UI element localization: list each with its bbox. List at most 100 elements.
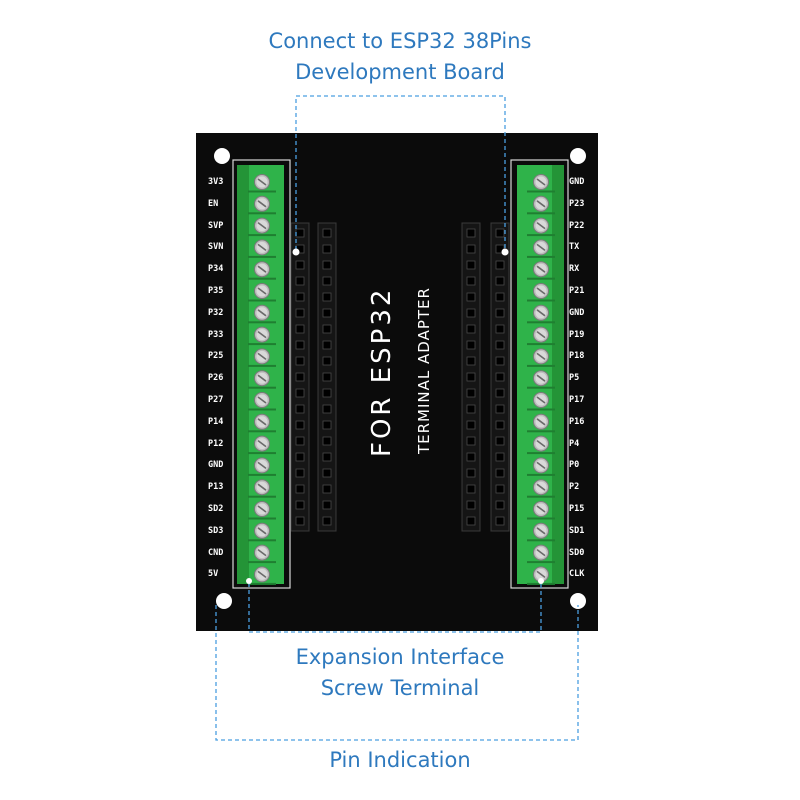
- header-strip: [317, 222, 337, 532]
- connect-leader-dot-right: [501, 248, 509, 256]
- connect-leader-dot-left: [292, 248, 300, 256]
- right-screw: [527, 457, 555, 476]
- right-screw: [527, 195, 555, 215]
- left-screw: [248, 435, 276, 455]
- left-screw: [248, 501, 276, 520]
- header-strip: [461, 222, 481, 532]
- board-subtitle-silkscreen: TERMINAL ADAPTER: [415, 287, 433, 454]
- left-screw: [248, 413, 276, 433]
- pin-indication-caption: Pin Indication: [329, 748, 471, 772]
- left-screw: [248, 348, 276, 367]
- right-screw: [527, 283, 555, 302]
- mounting-hole-bottom-left: [216, 593, 232, 609]
- left-screw: [248, 457, 276, 476]
- pin-label-left: EN: [208, 198, 219, 209]
- right-screw: [527, 370, 555, 389]
- left-screw: [248, 195, 276, 215]
- pin-label-left: P13: [208, 482, 224, 493]
- left-screw: [248, 370, 276, 389]
- pin-label-left: 5V: [208, 569, 219, 580]
- pin-label-right: P16: [569, 416, 585, 427]
- pin-label-right: P19: [569, 329, 585, 340]
- pin-label-right: GND: [569, 307, 585, 318]
- pin-label-left: P12: [208, 438, 224, 449]
- pin-label-right: RX: [569, 264, 580, 275]
- right-screw: [527, 413, 555, 433]
- connect-caption-line2: Development Board: [295, 60, 505, 84]
- left-terminal-outline: [232, 159, 291, 589]
- left-screw: [248, 174, 276, 193]
- screw-leader-dot-left: [246, 578, 252, 584]
- right-screw: [527, 435, 555, 455]
- right-screw: [527, 522, 555, 542]
- right-screw: [527, 217, 555, 237]
- right-screw: [527, 392, 555, 411]
- right-screw: [527, 348, 555, 367]
- right-screw: [527, 174, 555, 193]
- pin-label-right: SD1: [569, 525, 585, 536]
- pin-label-left: P25: [208, 351, 224, 362]
- board-title-silkscreen: FOR ESP32: [367, 286, 397, 457]
- pin-label-right: P2: [569, 482, 580, 493]
- right-screw: [527, 326, 555, 346]
- pin-label-right: P23: [569, 198, 585, 209]
- header-strip: [490, 222, 510, 532]
- connect-caption: Connect to ESP32 38Pins Development Boar…: [200, 26, 600, 88]
- pin-label-right: TX: [569, 242, 580, 253]
- right-screw: [527, 304, 555, 324]
- left-screw: [248, 239, 276, 258]
- screw-terminal-caption-line2: Screw Terminal: [320, 676, 480, 700]
- pin-label-left: SVP: [208, 220, 224, 231]
- right-screw: [527, 261, 555, 280]
- leader-lines: [215, 95, 579, 741]
- pin-label-right: P4: [569, 438, 580, 449]
- screw-terminal-caption-line1: Expansion Interface: [295, 645, 505, 669]
- pin-label-left: CND: [208, 547, 224, 558]
- female-headers: [290, 222, 510, 532]
- left-screw: [248, 566, 276, 585]
- mounting-hole-top-left: [214, 148, 230, 164]
- left-terminal-shade: [237, 165, 249, 584]
- left-screw: [248, 544, 276, 564]
- right-screw: [527, 544, 555, 564]
- left-screw: [248, 217, 276, 237]
- screw-terminal-leader-line: [248, 583, 542, 633]
- left-screw: [248, 283, 276, 302]
- pin-label-left: SD3: [208, 525, 224, 536]
- left-screw: [248, 304, 276, 324]
- right-screw: [527, 479, 555, 498]
- left-screw: [248, 392, 276, 411]
- pin-label-left: P14: [208, 416, 224, 427]
- right-screw: [527, 239, 555, 258]
- pin-label-left: P35: [208, 286, 224, 296]
- pin-label-left: P27: [208, 395, 224, 405]
- right-terminal-outline: [510, 159, 569, 589]
- pin-label-right: CLK: [569, 569, 585, 580]
- pin-label-right: P5: [569, 373, 580, 384]
- pin-label-left: GND: [208, 460, 224, 471]
- pin-indication-leader-line: [215, 605, 579, 741]
- mounting-hole-bottom-right: [570, 593, 586, 609]
- pin-label-right: P18: [569, 351, 585, 362]
- left-screw: [248, 479, 276, 498]
- pin-label-left: SVN: [208, 242, 224, 253]
- pin-label-right: P0: [569, 460, 580, 471]
- left-screw: [248, 261, 276, 280]
- left-screw: [248, 326, 276, 346]
- pin-label-right: SD0: [569, 547, 585, 558]
- left-screw: [248, 522, 276, 542]
- connect-caption-line1: Connect to ESP32 38Pins: [268, 29, 532, 53]
- pin-label-right: P15: [569, 504, 585, 514]
- screw-leader-dot-right: [538, 578, 544, 584]
- connect-leader-line: [295, 95, 506, 250]
- pin-label-left: SD2: [208, 504, 224, 514]
- right-terminal-shade: [552, 165, 564, 584]
- pin-label-right: P22: [569, 220, 585, 231]
- pin-label-left: P26: [208, 373, 224, 384]
- mounting-hole-top-right: [570, 148, 586, 164]
- pin-label-left: P32: [208, 307, 224, 318]
- pin-label-left: P34: [208, 264, 224, 275]
- pin-label-left: 3V3: [208, 177, 224, 187]
- left-screws: [248, 174, 276, 585]
